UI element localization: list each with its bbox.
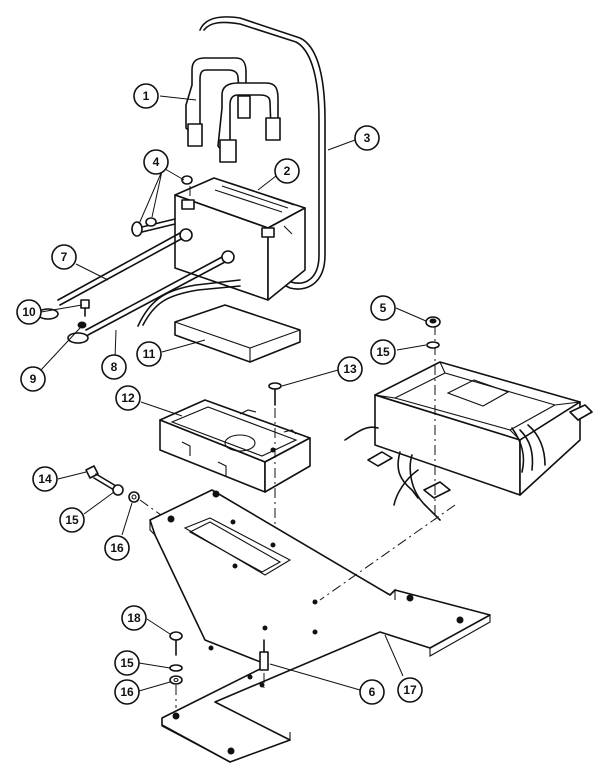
- svg-text:15: 15: [120, 656, 134, 670]
- svg-text:13: 13: [343, 362, 357, 376]
- svg-text:16: 16: [110, 541, 124, 555]
- svg-text:1: 1: [143, 89, 150, 103]
- callout-5: 5: [370, 295, 396, 321]
- svg-text:9: 9: [30, 372, 37, 386]
- svg-text:8: 8: [111, 360, 118, 374]
- bolt-washers-part-14-15-16: [85, 465, 169, 521]
- svg-text:6: 6: [369, 685, 376, 699]
- control-box: [319, 325, 593, 601]
- svg-text:18: 18: [127, 611, 141, 625]
- standoff-part-6: [259, 639, 269, 688]
- battery-straps-part-1: [185, 57, 281, 163]
- svg-text:16: 16: [120, 685, 134, 699]
- callout-13: 13: [337, 356, 363, 382]
- callout-2: 2: [274, 158, 300, 184]
- svg-text:4: 4: [153, 155, 160, 169]
- svg-text:11: 11: [143, 347, 156, 361]
- svg-text:7: 7: [61, 250, 68, 264]
- callout-3: 3: [354, 125, 380, 151]
- callout-4: 4: [143, 149, 169, 175]
- battery-tray-part-12: [159, 399, 311, 493]
- callout-16-lower: 16: [114, 679, 140, 705]
- callout-11: 11: [136, 341, 162, 367]
- callout-7: 7: [51, 244, 77, 270]
- battery-part-2: [174, 177, 306, 301]
- callout-17: 17: [397, 677, 423, 703]
- battery-cables-part-7-8: [37, 228, 241, 344]
- nut-washer-part-5-15: [425, 316, 441, 349]
- svg-text:15: 15: [376, 345, 390, 359]
- callout-1: 1: [133, 83, 159, 109]
- battery-pad-part-11: [174, 304, 301, 363]
- svg-text:5: 5: [380, 301, 387, 315]
- callout-12: 12: [115, 385, 141, 411]
- callout-9: 9: [20, 366, 46, 392]
- mounting-bracket-part-17: [149, 489, 491, 763]
- callout-15-middle: 15: [59, 507, 85, 533]
- callout-15-lower: 15: [114, 650, 140, 676]
- callout-16-middle: 16: [104, 535, 130, 561]
- svg-text:15: 15: [65, 513, 79, 527]
- callout-14: 14: [32, 466, 58, 492]
- cable-bolts-part-9-10: [77, 299, 90, 329]
- svg-text:14: 14: [38, 472, 52, 486]
- callout-6: 6: [359, 679, 385, 705]
- svg-text:3: 3: [364, 131, 371, 145]
- bolt-washers-lower-part-18-15-16: [169, 631, 183, 708]
- callout-15-right: 15: [370, 339, 396, 365]
- svg-text:12: 12: [121, 391, 135, 405]
- callout-18: 18: [121, 605, 147, 631]
- svg-text:17: 17: [403, 683, 417, 697]
- callout-10: 10: [16, 299, 42, 325]
- terminal-bolt-part-4: [131, 175, 193, 237]
- svg-text:10: 10: [22, 305, 36, 319]
- callout-8: 8: [101, 354, 127, 380]
- leader-lines: [40, 95, 427, 692]
- svg-text:2: 2: [284, 164, 291, 178]
